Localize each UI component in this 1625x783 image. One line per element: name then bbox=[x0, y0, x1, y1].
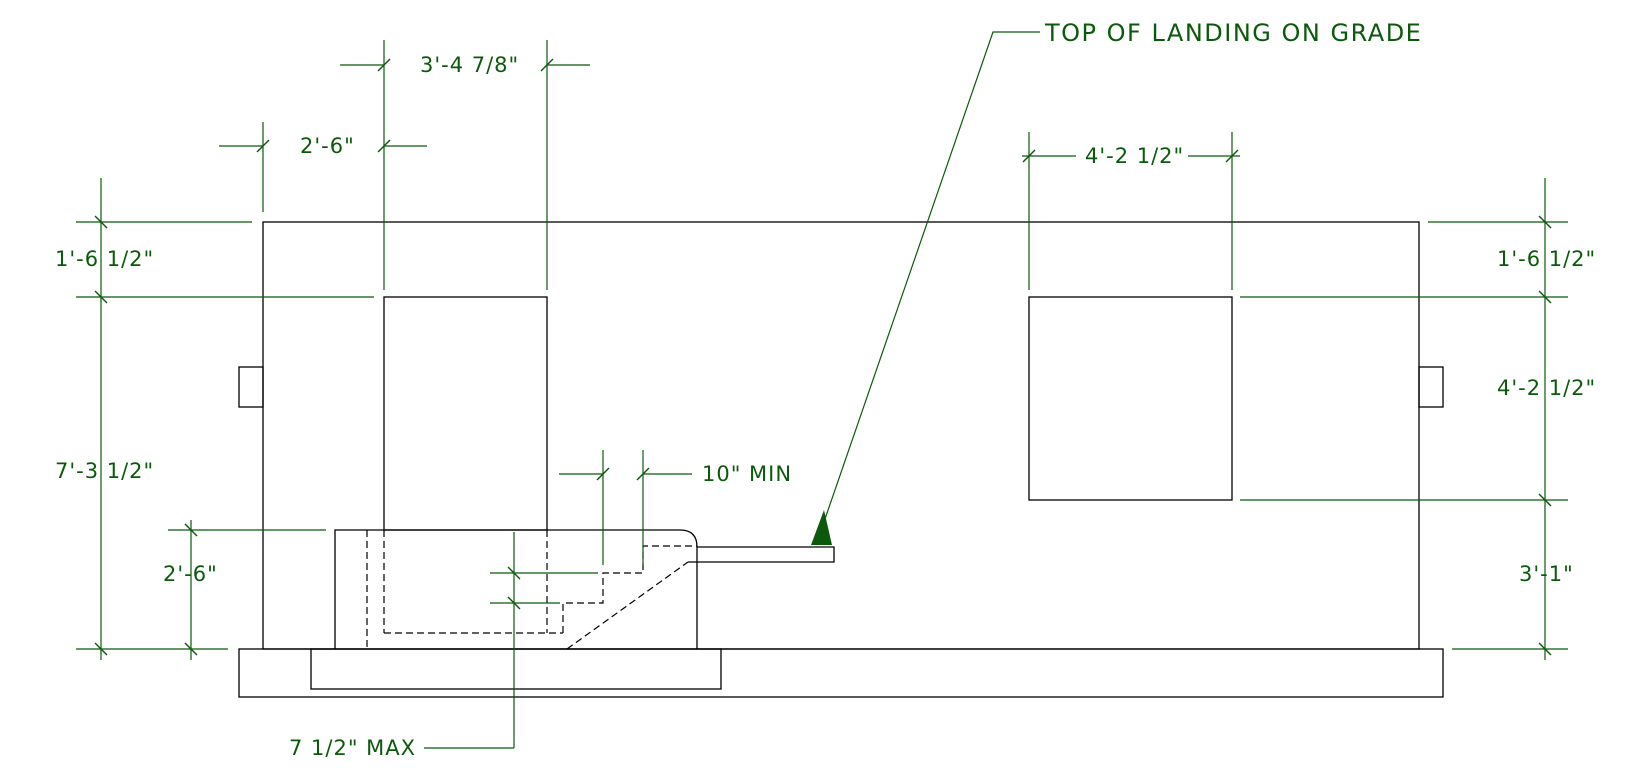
dimension-lines bbox=[76, 31, 1568, 749]
hidden-stair-slope bbox=[566, 561, 689, 650]
dimension-labels: 3'-4 7/8" 2'-6" 4'-2 1/2" 1'-6 1/2" 7'-3… bbox=[55, 19, 1596, 760]
building-outline bbox=[238, 221, 1444, 698]
door-outline bbox=[383, 296, 548, 531]
landing-callout: TOP OF LANDING ON GRADE bbox=[1044, 19, 1422, 47]
landing-and-steps bbox=[310, 529, 835, 690]
dim-right-top-height: 1'-6 1/2" bbox=[1497, 247, 1596, 271]
hidden-stair-profile bbox=[562, 545, 697, 633]
left-side-bracket bbox=[238, 366, 264, 408]
door bbox=[383, 296, 548, 531]
dim-landing-height: 2'-6" bbox=[163, 562, 218, 586]
dim-sill-height: 3'-1" bbox=[1519, 562, 1574, 586]
dim-riser-height: 7 1/2" MAX bbox=[289, 736, 416, 760]
wall-outline bbox=[262, 221, 1420, 650]
dim-left-top-height: 1'-6 1/2" bbox=[55, 247, 154, 271]
right-side-bracket bbox=[1418, 366, 1444, 408]
landing-slab bbox=[688, 546, 835, 563]
leader-arrowhead bbox=[811, 510, 832, 545]
dim-window-height: 4'-2 1/2" bbox=[1497, 376, 1596, 400]
dim-tread-depth: 10" MIN bbox=[702, 462, 792, 486]
window-outline bbox=[1028, 296, 1233, 501]
dim-door-width: 3'-4 7/8" bbox=[420, 53, 519, 77]
foundation-base bbox=[238, 648, 1444, 698]
landing-footing bbox=[310, 648, 722, 690]
dim-door-height: 7'-3 1/2" bbox=[55, 459, 154, 483]
dim-door-offset-left: 2'-6" bbox=[300, 134, 355, 158]
dim-window-width: 4'-2 1/2" bbox=[1085, 144, 1184, 168]
window bbox=[1028, 296, 1233, 501]
